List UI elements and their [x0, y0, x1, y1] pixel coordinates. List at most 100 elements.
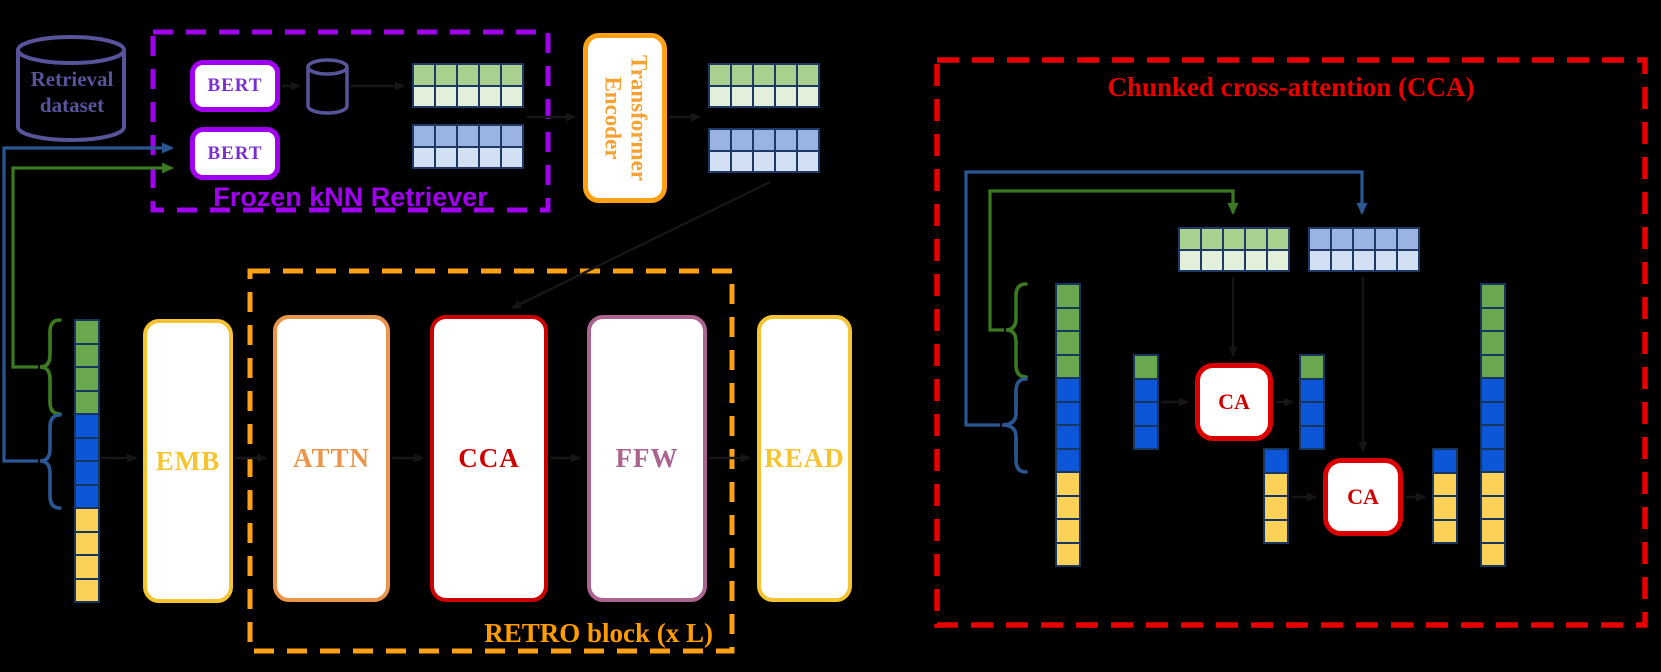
grid-cell	[414, 126, 434, 146]
grid-cell	[436, 65, 456, 85]
grid-cell	[754, 65, 774, 85]
grid-cell	[732, 65, 752, 85]
grid-cell	[710, 130, 730, 150]
token-square	[1482, 379, 1504, 401]
cca-neighbours-grid-blue	[1308, 227, 1420, 272]
attn-label: ATTN	[292, 443, 370, 473]
token-square	[1482, 402, 1504, 424]
token-square	[1482, 496, 1504, 518]
token-square	[1265, 520, 1287, 542]
token-square	[1301, 426, 1323, 448]
grid-cell	[480, 86, 500, 106]
frozen-knn-retriever-label: Frozen kNN Retriever	[213, 182, 488, 212]
token-square	[1482, 543, 1504, 565]
cca-panel-frame	[934, 57, 1648, 628]
grid-cell	[502, 147, 522, 167]
grid-cell	[732, 151, 752, 171]
grid-cell	[732, 130, 752, 150]
token-square	[1057, 473, 1079, 495]
token-square	[1135, 403, 1157, 425]
token-square	[1057, 426, 1079, 448]
grid-cell	[754, 130, 774, 150]
token-square	[1482, 332, 1504, 354]
token-square	[76, 415, 98, 437]
token-square	[76, 344, 98, 366]
transformer-encoder-label: Transformer Encoder	[600, 54, 652, 182]
chunk-brace-blue-right	[1001, 377, 1028, 474]
bert-top-label: BERT	[207, 75, 263, 96]
grid-cell	[1246, 229, 1266, 249]
cca-neighbours-grid-green	[1178, 227, 1290, 272]
token-square	[1434, 450, 1456, 472]
token-square	[1301, 356, 1323, 378]
token-square	[1434, 497, 1456, 519]
grid-cell	[1332, 250, 1352, 270]
token-square	[76, 556, 98, 578]
token-square	[1482, 449, 1504, 471]
grid-cell	[1246, 250, 1266, 270]
token-square	[1301, 379, 1323, 401]
encoded-neighbours-grid-green	[708, 63, 820, 108]
token-square	[76, 485, 98, 507]
token-square	[1057, 355, 1079, 377]
token-square	[1057, 543, 1079, 565]
grid-cell	[1398, 229, 1418, 249]
retriever-neighbours-grid-green	[412, 63, 524, 108]
bert-box-top: BERT	[190, 60, 280, 112]
grid-cell	[458, 147, 478, 167]
grid-cell	[436, 126, 456, 146]
token-square	[1482, 426, 1504, 448]
token-square	[1135, 426, 1157, 448]
transformer-encoder-box: Transformer Encoder	[583, 33, 667, 203]
ca-top-label: CA	[1218, 389, 1250, 414]
grid-cell	[776, 65, 796, 85]
cca-output-token-column	[1480, 283, 1506, 567]
ffw-label: FFW	[615, 443, 679, 473]
grid-cell	[1376, 229, 1396, 249]
grid-cell	[754, 86, 774, 106]
grid-cell	[458, 65, 478, 85]
grid-cell	[732, 86, 752, 106]
token-square	[1434, 473, 1456, 495]
token-square	[76, 368, 98, 390]
token-square	[1482, 308, 1504, 330]
chunk-brace-green-right	[1005, 282, 1028, 379]
attn-box: ATTN	[273, 315, 390, 602]
grid-cell	[414, 65, 434, 85]
token-square	[76, 391, 98, 413]
grid-cell	[1354, 250, 1374, 270]
token-square	[1057, 449, 1079, 471]
grid-cell	[480, 126, 500, 146]
ca-bottom-label: CA	[1347, 484, 1379, 509]
token-square	[1057, 520, 1079, 542]
grid-cell	[480, 65, 500, 85]
token-square	[1057, 379, 1079, 401]
token-square	[1135, 379, 1157, 401]
grid-cell	[754, 151, 774, 171]
token-square	[1482, 285, 1504, 307]
token-square	[1057, 308, 1079, 330]
token-square	[1265, 450, 1287, 472]
grid-cell	[1310, 229, 1330, 249]
token-square	[1265, 473, 1287, 495]
grid-cell	[776, 86, 796, 106]
token-square	[1057, 332, 1079, 354]
ca-box-top: CA	[1195, 363, 1273, 441]
cca-label: CCA	[458, 443, 520, 473]
token-square	[76, 509, 98, 531]
grid-cell	[458, 126, 478, 146]
grid-cell	[1180, 250, 1200, 270]
token-square	[1135, 356, 1157, 378]
token-square	[1057, 402, 1079, 424]
token-square	[1482, 473, 1504, 495]
grid-cell	[710, 86, 730, 106]
token-square	[76, 532, 98, 554]
grid-cell	[414, 86, 434, 106]
grid-cell	[414, 147, 434, 167]
grid-cell	[1310, 250, 1330, 270]
grid-cell	[502, 86, 522, 106]
cca-chunk-column-upper-left	[1133, 354, 1159, 450]
grid-cell	[710, 151, 730, 171]
grid-cell	[1398, 250, 1418, 270]
